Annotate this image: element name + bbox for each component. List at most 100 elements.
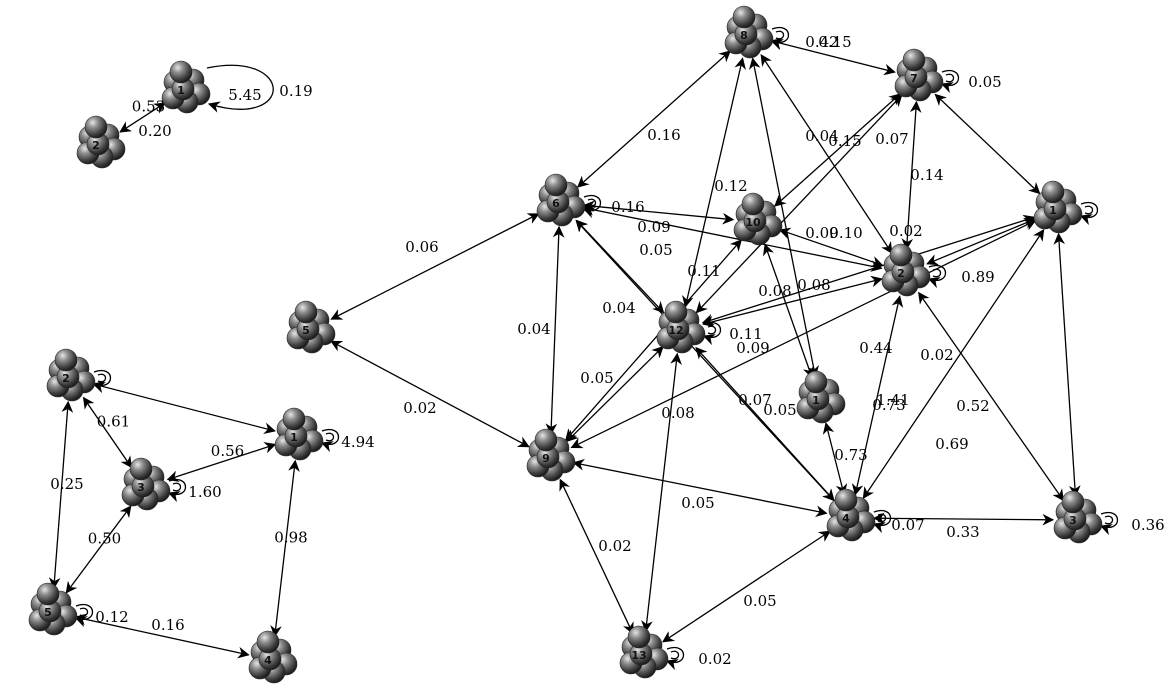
node-sphere: [902, 48, 926, 72]
self-loop-weight-label: 0.19: [279, 82, 312, 100]
edge-C12-C4: [695, 346, 835, 502]
node-sphere: [36, 582, 60, 606]
edge-weight-label: 0.15: [818, 33, 851, 51]
edge-weight-label: 0.05: [763, 401, 796, 419]
edge-C10-C1b: [763, 243, 814, 379]
edge-weight-label: 0.07: [875, 130, 908, 148]
edge-weight-label: 0.14: [910, 166, 943, 184]
edge-B5-B4: [74, 613, 250, 659]
self-loop-inner-B1: [325, 432, 335, 442]
self-loop-C7: [940, 69, 959, 94]
node-C6: 6: [536, 173, 586, 227]
edge-weight-label: 0.08: [797, 276, 830, 294]
edge-weight-label: 0.09: [637, 218, 670, 236]
edge-weight-label: 0.53: [132, 98, 165, 116]
node-C9: 9: [526, 428, 576, 482]
node-sphere: [84, 115, 108, 139]
self-loop-C8: [770, 26, 789, 51]
edge-weight-label: 0.08: [758, 282, 791, 300]
node-label: 9: [542, 452, 550, 465]
edge-C1-C3: [1053, 232, 1081, 498]
self-loop-inner-C13: [670, 650, 680, 660]
node-C5: 5: [286, 300, 336, 354]
node-sphere: [889, 243, 913, 267]
edge-C9-C13: [559, 478, 634, 635]
edge-C5-C9: [330, 340, 530, 448]
edge-weight-label: 0.50: [88, 530, 121, 548]
self-loop-C12: [702, 321, 721, 346]
edge-weight-label: 0.56: [211, 442, 244, 460]
self-loop-weight-label: 0.11: [729, 325, 762, 343]
node-label: 3: [1069, 514, 1077, 527]
self-loop-inner-B3: [172, 482, 182, 492]
edge-weight-label: 0.16: [151, 616, 184, 634]
self-loop-weight-label: 0.02: [698, 650, 731, 668]
edge-weight-label: 0.98: [274, 529, 307, 547]
node-B5: 5: [28, 582, 78, 636]
edge-C12-C9: [566, 346, 664, 442]
edge-weight-label: 0.25: [50, 475, 83, 493]
node-sphere: [534, 428, 558, 452]
node-C13: 13: [619, 625, 669, 679]
self-loop-B3: [167, 478, 186, 503]
edge-weight-label: 0.08: [661, 404, 694, 422]
edge-weight-label: 0.44: [859, 339, 892, 357]
edge-weight-label: 0.33: [946, 523, 979, 541]
edge-C4-C3: [872, 512, 1055, 526]
edge-C9-C4: [572, 459, 828, 517]
node-label: 8: [740, 29, 748, 42]
edge-C10-C2: [778, 227, 884, 268]
edge-weight-label: 0.02: [889, 222, 922, 240]
self-loop-weight-label: 0.05: [968, 73, 1001, 91]
edge-C12-C13: [641, 352, 682, 633]
self-loop-A1: [206, 64, 274, 113]
self-loop-weight-label: 1.60: [188, 483, 221, 501]
node-sphere: [627, 625, 651, 649]
node-label: 4: [842, 512, 850, 525]
self-loop-weight-label: 0.12: [95, 608, 128, 626]
node-C12: 12: [656, 300, 706, 354]
node-sphere: [294, 300, 318, 324]
edge-weight-label: 0.04: [602, 299, 635, 317]
node-A2: 2: [76, 115, 126, 169]
edge-weight-label: 0.12: [714, 177, 747, 195]
node-B3: 3: [121, 457, 171, 511]
node-B1: 1: [274, 407, 324, 461]
node-label: 2: [897, 267, 905, 280]
edge-weight-label: 0.02: [403, 399, 436, 417]
edge-weight-label: 0.06: [405, 238, 438, 256]
edge-weight-label: 0.11: [687, 262, 720, 280]
self-loop-weight-label: 0.89: [961, 268, 994, 286]
edges-layer: [48, 37, 1081, 659]
node-B2: 2: [46, 348, 96, 402]
node-sphere: [54, 348, 78, 372]
node-sphere: [834, 488, 858, 512]
node-B4: 4: [248, 630, 298, 684]
node-sphere: [282, 407, 306, 431]
node-label: 2: [62, 372, 70, 385]
edge-C2-C1: [926, 217, 1036, 266]
edge-weight-label: 0.61: [97, 413, 130, 431]
self-loop-weight-label: 5.45: [228, 86, 261, 104]
node-sphere: [256, 630, 280, 654]
edge-C7-C10: [774, 93, 901, 207]
edge-B1-B4: [270, 459, 300, 638]
self-loop-weight-label: 0.16: [611, 198, 644, 216]
node-sphere: [1041, 180, 1065, 204]
edge-C12-C2: [702, 275, 883, 328]
node-label: 6: [552, 197, 560, 210]
self-loop-C1: [1079, 201, 1098, 226]
edge-B3-B1: [166, 442, 277, 482]
edge-C1b-C4: [822, 422, 848, 496]
node-label: 5: [44, 606, 52, 619]
node-label: 1: [1049, 204, 1057, 217]
node-sphere: [1061, 490, 1085, 514]
edge-weight-label: 0.05: [681, 494, 714, 512]
node-label: 13: [631, 649, 646, 662]
loops-layer: [74, 26, 1118, 671]
self-loop-inner-C2: [932, 268, 942, 278]
edge-weight-label: 0.09: [805, 224, 838, 242]
edge-weight-label: 0.69: [935, 435, 968, 453]
